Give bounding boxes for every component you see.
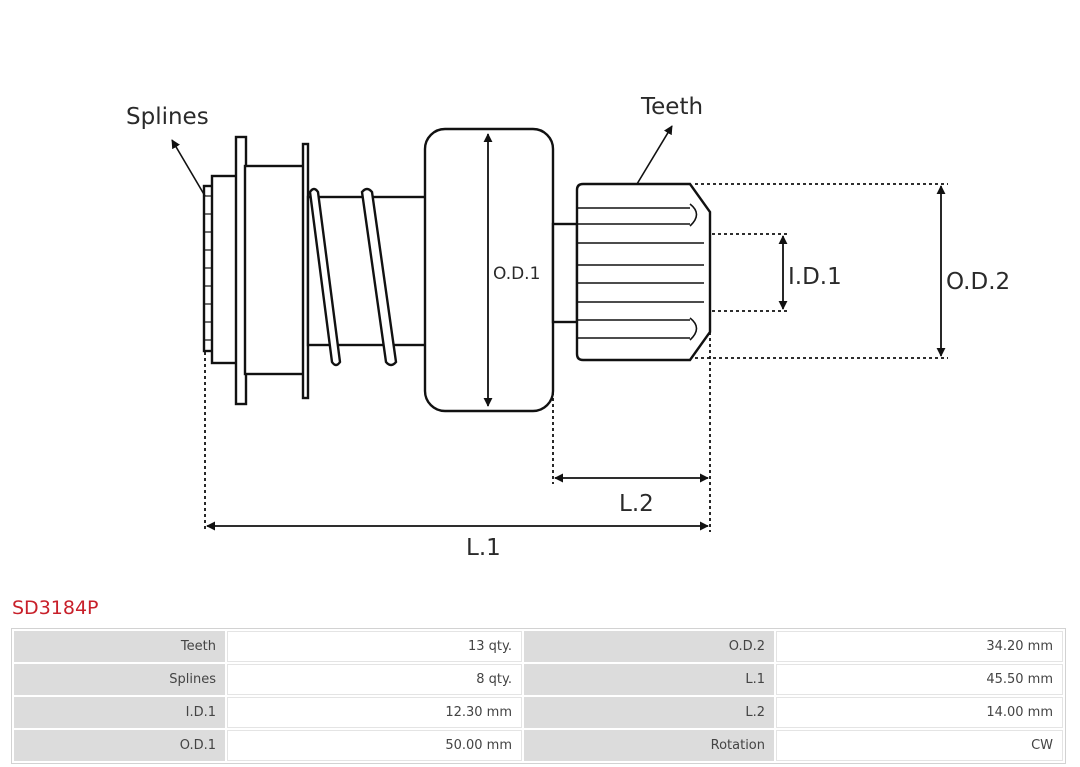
product-code: SD3184P [12,597,99,619]
label-l1: L.1 [466,535,501,561]
spec-key: Splines [14,664,225,695]
spec-value: 13 qty. [227,631,522,662]
spec-value: 12.30 mm [227,697,522,728]
spec-key: I.D.1 [14,697,225,728]
spec-table: Teeth 13 qty. O.D.2 34.20 mm Splines 8 q… [11,628,1066,764]
spring [308,187,398,367]
spec-value: 50.00 mm [227,730,522,761]
spec-value: 34.20 mm [776,631,1063,662]
spec-key: Teeth [14,631,225,662]
label-teeth: Teeth [640,94,703,120]
spec-key: L.1 [524,664,774,695]
pinion [575,182,712,362]
drive-part [202,127,712,413]
clutch-hub [210,174,239,365]
spec-key: O.D.2 [524,631,774,662]
pinion-tooth-lines [577,203,704,341]
label-od1: O.D.1 [493,264,540,284]
spec-key: L.2 [524,697,774,728]
dimensions [204,133,948,532]
label-od2: O.D.2 [946,269,1010,295]
table-row: Teeth 13 qty. O.D.2 34.20 mm [14,631,1063,662]
spec-value: CW [776,730,1063,761]
clutch-body [243,164,307,376]
table-row: I.D.1 12.30 mm L.2 14.00 mm [14,697,1063,728]
spec-value: 45.50 mm [776,664,1063,695]
label-id1: I.D.1 [788,264,842,290]
table-row: O.D.1 50.00 mm Rotation CW [14,730,1063,761]
leaders [171,125,673,197]
label-l2: L.2 [619,491,654,517]
spec-key: Rotation [524,730,774,761]
starter-drive-diagram: Splines Teeth O.D.1 O.D.2 I.D.1 L.2 L.1 [126,94,1010,561]
table-row: Splines 8 qty. L.1 45.50 mm [14,664,1063,695]
gear-neck [551,222,579,324]
spec-key: O.D.1 [14,730,225,761]
spec-value: 8 qty. [227,664,522,695]
spec-value: 14.00 mm [776,697,1063,728]
label-splines: Splines [126,104,209,130]
